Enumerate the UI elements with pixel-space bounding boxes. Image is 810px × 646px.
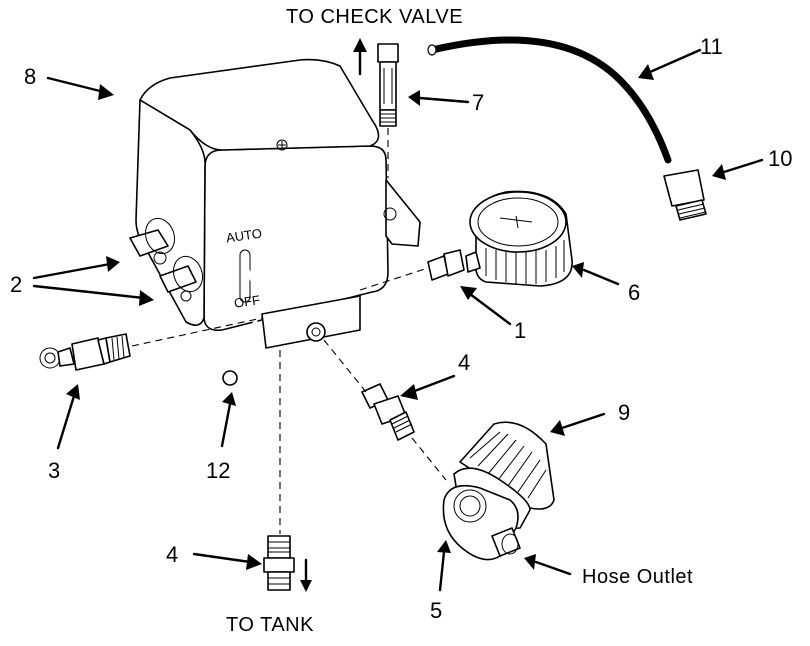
callout-6: 6 (628, 280, 641, 305)
callout-8: 8 (24, 64, 37, 89)
callout-1: 1 (514, 318, 527, 343)
pressure-gauge (465, 190, 573, 287)
callout-4-lower: 4 (166, 542, 179, 567)
drain-valve (39, 333, 131, 371)
outlet-port (306, 322, 326, 342)
safety-valve-rings (129, 217, 204, 302)
callout-9: 9 (618, 400, 631, 425)
nipple-lower (263, 535, 295, 591)
hose-outlet-caption: Hose Outlet (582, 566, 694, 588)
to-tank-caption: TO TANK (226, 614, 314, 636)
callout-2: 2 (10, 272, 23, 297)
pressure-switch-housing (135, 58, 421, 349)
callout-11: 11 (700, 34, 723, 59)
callout-arrows (32, 38, 764, 592)
callout-12: 12 (206, 458, 231, 483)
hose-fitting (663, 169, 707, 221)
pressure-regulator (442, 421, 555, 561)
gauge-fitting (427, 249, 465, 281)
callout-10: 10 (768, 146, 793, 171)
callout-7: 7 (472, 90, 485, 115)
air-hose (427, 36, 672, 164)
callout-3: 3 (48, 458, 61, 483)
nipple-upper (361, 383, 415, 441)
assembly-lines (131, 128, 447, 534)
to-check-valve-caption: TO CHECK VALVE (286, 6, 464, 28)
check-valve-tube (377, 43, 399, 127)
callout-5: 5 (430, 598, 443, 623)
callout-4-upper: 4 (458, 350, 471, 375)
